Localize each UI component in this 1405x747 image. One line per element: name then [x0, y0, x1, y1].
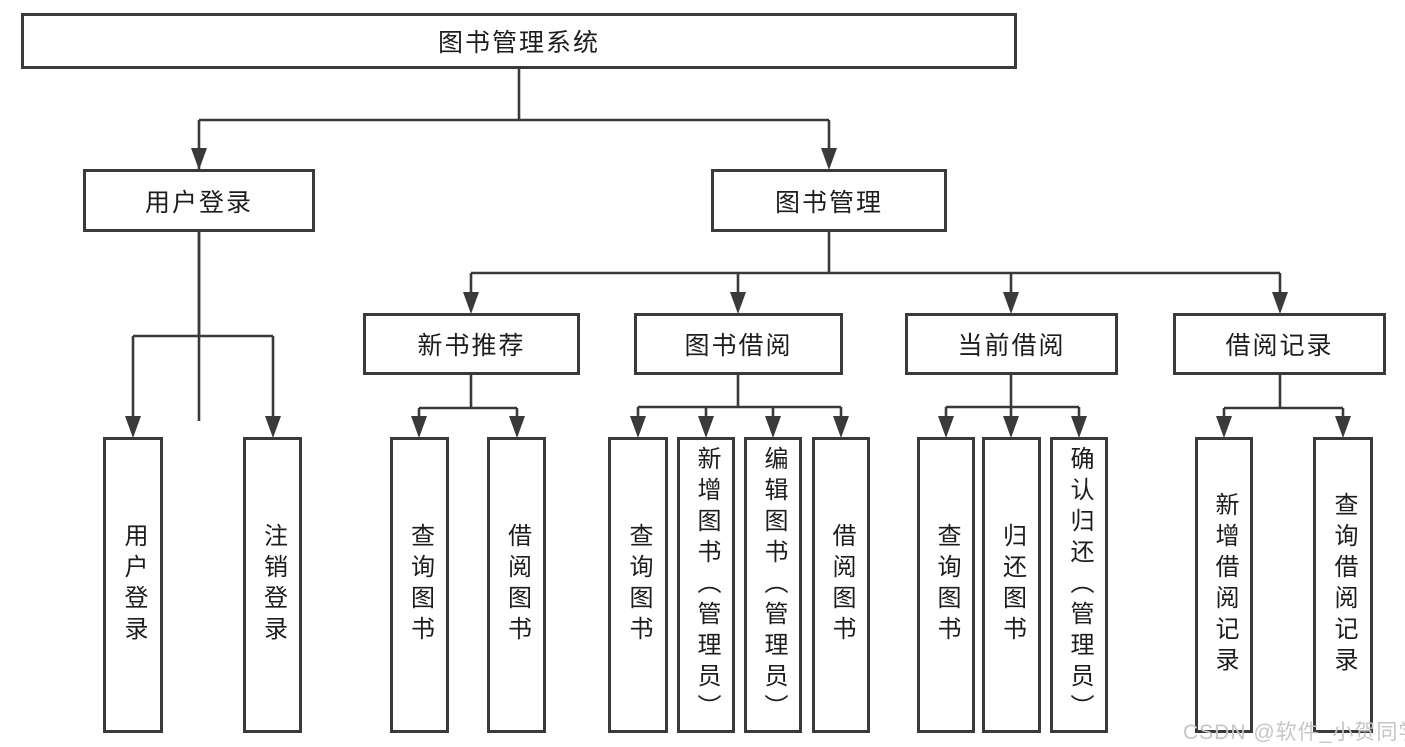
- leaf-borrow-book-newbook: 借阅图书: [487, 437, 546, 733]
- node-label: 用户登录: [120, 523, 147, 647]
- leaf-add-book-admin: 新增图书（管理员）: [677, 437, 735, 733]
- node-label: 查询图书: [406, 523, 434, 647]
- node-root-library-system: 图书管理系统: [21, 13, 1017, 69]
- node-label: 查询借阅记录: [1330, 492, 1357, 678]
- node-label: 用户登录: [144, 188, 253, 217]
- leaf-logout-login: 注销登录: [243, 437, 302, 733]
- arrow-down-icon: [411, 416, 427, 438]
- arrow-down-icon: [765, 416, 781, 438]
- leaf-borrow-book: 借阅图书: [812, 437, 870, 733]
- arrow-down-icon: [730, 292, 746, 314]
- node-label: 归还图书: [998, 523, 1026, 647]
- node-label: 借阅图书: [503, 523, 531, 647]
- arrow-down-icon: [509, 416, 525, 438]
- node-label: 新书推荐: [417, 332, 526, 360]
- node-book-borrow: 图书借阅: [634, 313, 843, 375]
- leaf-query-book-newbook: 查询图书: [390, 437, 449, 733]
- node-label: 新增图书（管理员）: [693, 445, 720, 725]
- arrow-down-icon: [1003, 416, 1019, 438]
- arrow-down-icon: [1335, 416, 1351, 438]
- arrow-down-icon: [833, 416, 849, 438]
- csdn-watermark: CSDN @软件_小贺同学: [1183, 721, 1405, 744]
- connector-borrow-record: [1222, 375, 1345, 421]
- arrow-down-icon: [463, 292, 479, 314]
- node-label: 图书管理系统: [437, 29, 600, 57]
- node-label: 查询图书: [625, 523, 652, 647]
- arrow-down-icon: [125, 416, 141, 438]
- arrow-down-icon: [630, 416, 646, 438]
- leaf-edit-book-admin: 编辑图书（管理员）: [744, 437, 802, 733]
- connector-book-borrow: [636, 375, 843, 421]
- node-label: 注销登录: [259, 523, 287, 647]
- arrow-down-icon: [191, 148, 207, 170]
- arrow-down-icon: [698, 416, 714, 438]
- arrow-down-icon: [1272, 292, 1288, 314]
- arrow-down-icon: [821, 148, 837, 170]
- node-label: 借阅图书: [828, 523, 855, 647]
- leaf-query-book-current: 查询图书: [917, 437, 975, 733]
- node-current-borrow: 当前借阅: [905, 313, 1118, 375]
- leaf-query-book-borrow: 查询图书: [608, 437, 668, 733]
- connector-newbook: [417, 375, 519, 421]
- leaf-confirm-return-admin: 确认归还（管理员）: [1050, 437, 1108, 733]
- leaf-user-login: 用户登录: [103, 437, 163, 733]
- node-new-book-recommend: 新书推荐: [363, 313, 580, 375]
- arrow-down-icon: [938, 416, 954, 438]
- node-label: 当前借阅: [957, 332, 1066, 360]
- arrow-down-icon: [1071, 416, 1087, 438]
- leaf-query-borrow-record: 查询借阅记录: [1313, 437, 1373, 733]
- connector-current-borrow: [944, 375, 1081, 421]
- connector-root: [197, 69, 831, 421]
- node-label: 编辑图书（管理员）: [760, 445, 787, 725]
- connector-book-mgmt: [469, 232, 1282, 295]
- arrow-down-icon: [265, 416, 281, 438]
- node-label: 确认归还（管理员）: [1066, 445, 1093, 725]
- arrow-down-icon: [1216, 416, 1232, 438]
- node-book-management-branch: 图书管理: [711, 169, 947, 232]
- node-label: 图书管理: [774, 188, 883, 217]
- connector-user-login: [131, 232, 275, 421]
- node-label: 借阅记录: [1225, 332, 1334, 360]
- node-label: 查询图书: [933, 523, 960, 647]
- node-label: 新增借阅记录: [1211, 492, 1238, 678]
- node-user-login-branch: 用户登录: [83, 169, 315, 232]
- node-borrow-record: 借阅记录: [1173, 313, 1386, 375]
- leaf-return-book: 归还图书: [982, 437, 1041, 733]
- leaf-add-borrow-record: 新增借阅记录: [1195, 437, 1253, 733]
- node-label: 图书借阅: [684, 332, 793, 360]
- arrow-down-icon: [1003, 292, 1019, 314]
